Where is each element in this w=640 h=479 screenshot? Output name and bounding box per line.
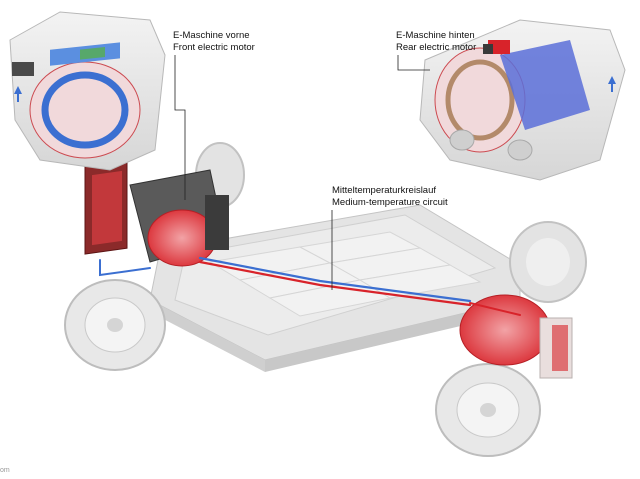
front-motor-cutaway bbox=[9, 11, 166, 171]
corner-fragment: om bbox=[0, 467, 10, 474]
rear-left-wheel bbox=[435, 363, 541, 457]
rear-right-wheel bbox=[509, 221, 587, 303]
circuit-label: Mitteltemperaturkreislauf Medium-tempera… bbox=[332, 185, 448, 209]
circuit-label-en: Medium-temperature circuit bbox=[332, 197, 448, 208]
front-motor-label-de: E-Maschine vorne bbox=[173, 30, 250, 41]
front-drive-module bbox=[84, 159, 229, 267]
battery-pack bbox=[149, 204, 521, 372]
rear-motor-cutaway bbox=[419, 19, 626, 181]
rear-drive-module bbox=[459, 294, 573, 379]
front-motor-label: E-Maschine vorne Front electric motor bbox=[173, 30, 255, 54]
rear-motor-label-de: E-Maschine hinten bbox=[396, 30, 475, 41]
coolant-lines bbox=[99, 256, 521, 316]
leader-lines bbox=[174, 55, 430, 290]
front-motor-label-en: Front electric motor bbox=[173, 42, 255, 53]
rear-motor-label: E-Maschine hinten Rear electric motor bbox=[396, 30, 476, 54]
rear-motor-label-en: Rear electric motor bbox=[396, 42, 477, 53]
circuit-label-de: Mitteltemperaturkreislauf bbox=[332, 185, 437, 196]
front-left-wheel bbox=[64, 279, 166, 371]
